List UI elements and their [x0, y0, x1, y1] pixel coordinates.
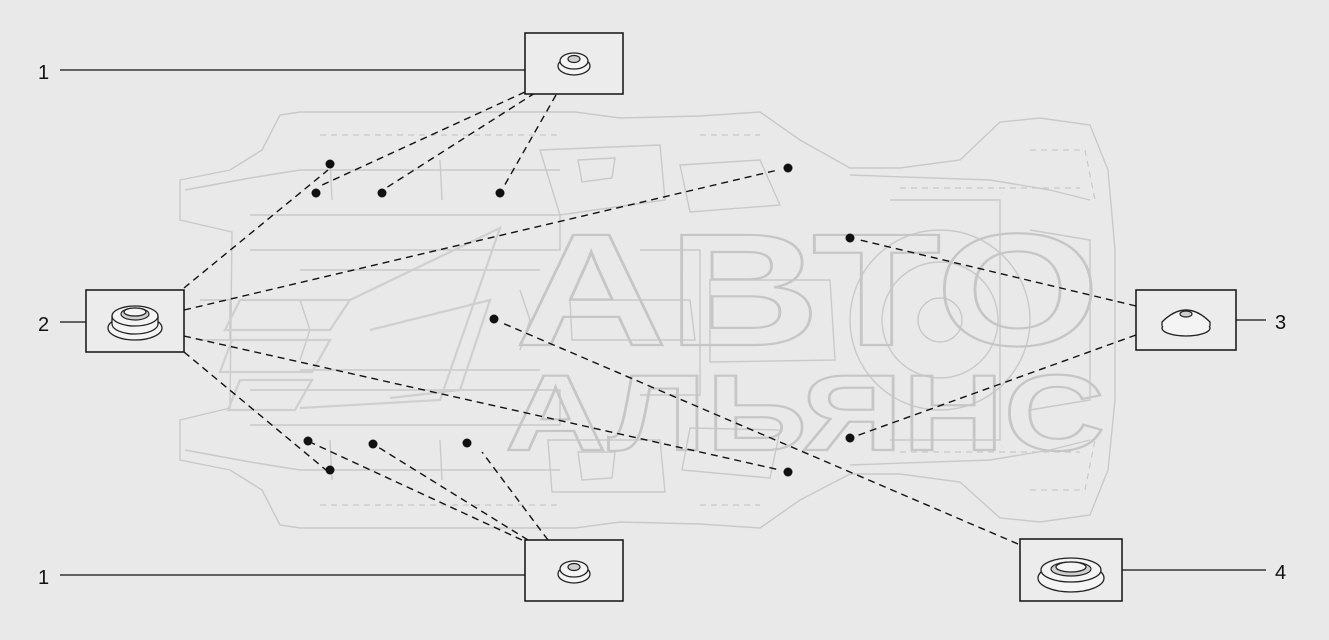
callout-2: 2 [38, 314, 86, 336]
callout-label: 1 [38, 567, 49, 589]
location-dot [368, 439, 378, 449]
leader-lines [183, 91, 1137, 545]
car-underbody-outline [179, 111, 1116, 529]
part-box-4 [1019, 538, 1123, 602]
callout-4: 4 [1122, 562, 1286, 584]
callout-label: 4 [1275, 562, 1286, 584]
location-dot [489, 314, 499, 324]
location-dot [325, 465, 335, 475]
location-dot [377, 188, 387, 198]
part-box-1-bottom [524, 539, 624, 602]
location-dot [845, 433, 855, 443]
part-box-2 [85, 289, 185, 353]
callout-3: 3 [1236, 312, 1286, 334]
location-dot [783, 467, 793, 477]
location-dots [303, 159, 855, 477]
location-dot [303, 436, 313, 446]
small-plug-icon [557, 52, 591, 76]
small-plug-icon [557, 560, 591, 584]
location-dot [311, 188, 321, 198]
dome-plug-icon [1161, 309, 1211, 337]
location-dot [783, 163, 793, 173]
part-box-1-top [524, 32, 624, 95]
callout-1-bottom: 1 [38, 567, 525, 589]
large-grommet-icon [107, 305, 163, 341]
watermark-stripes [218, 225, 502, 412]
watermark-logo: АВТО АЛЬЯНС [218, 199, 1106, 474]
location-dot [462, 438, 472, 448]
location-dot [845, 233, 855, 243]
callout-1-top: 1 [38, 62, 525, 84]
watermark-line1: АВТО [515, 200, 1100, 379]
callout-label: 2 [38, 314, 49, 336]
part-box-3 [1135, 289, 1237, 351]
callout-label: 1 [38, 62, 49, 84]
ring-grommet-icon [1037, 557, 1105, 593]
callout-label: 3 [1275, 312, 1286, 334]
location-dot [325, 159, 335, 169]
watermark-line2: АЛЬЯНС [505, 352, 1105, 473]
location-dot [495, 188, 505, 198]
